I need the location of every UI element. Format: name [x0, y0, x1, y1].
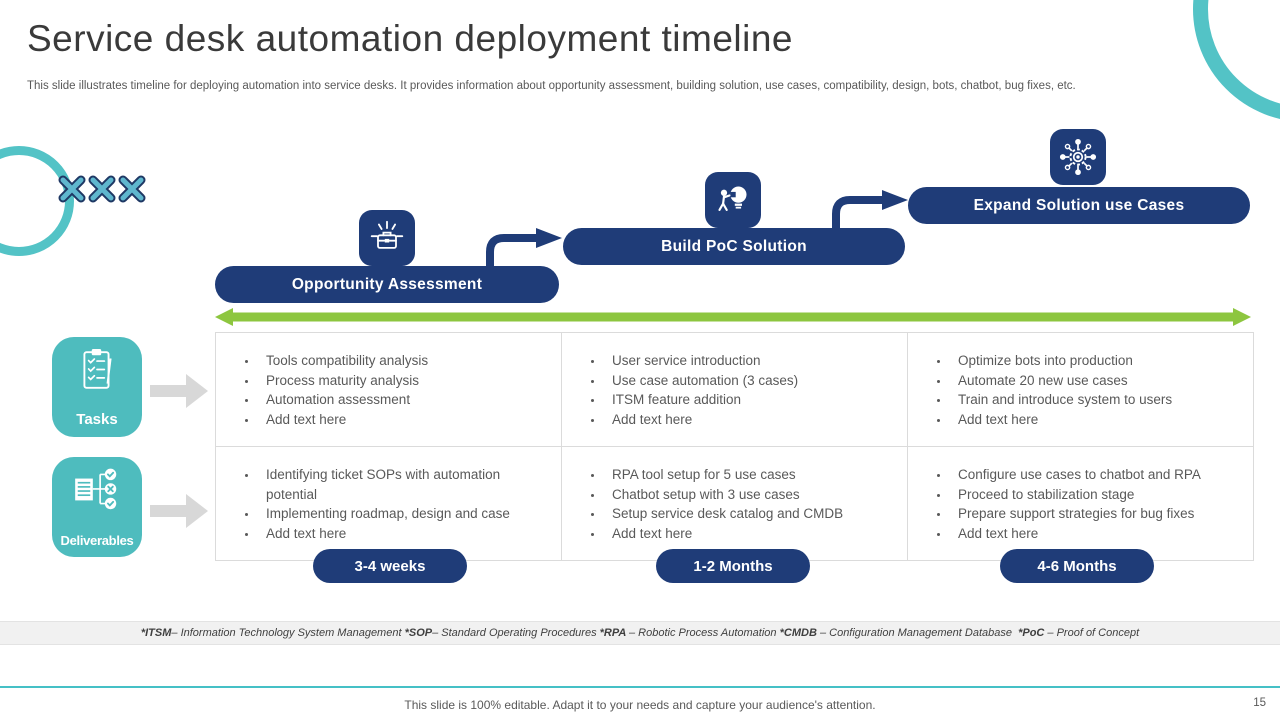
bullet-item: Add text here [258, 524, 551, 544]
bullet-item: ITSM feature addition [604, 390, 897, 410]
tasks-cell-phase2: User service introductionUse case automa… [562, 333, 908, 447]
bullet-item: Add text here [604, 524, 897, 544]
tasks-cell-phase3: Optimize bots into productionAutomate 20… [908, 333, 1254, 447]
bullet-item: Use case automation (3 cases) [604, 371, 897, 391]
bullet-item: Setup service desk catalog and CMDB [604, 504, 897, 524]
phase-pill-build-poc-solution: Build PoC Solution [563, 228, 905, 265]
bullet-item: Add text here [604, 410, 897, 430]
bullet-item: Prepare support strategies for bug fixes [950, 504, 1243, 524]
glossary-strip: *ITSM– Information Technology System Man… [0, 621, 1280, 645]
phase-pill-expand-solution-use-cases: Expand Solution use Cases [908, 187, 1250, 224]
network-hub-icon [1059, 138, 1097, 176]
bullet-item: Add text here [258, 410, 551, 430]
clipboard-checklist-icon [52, 345, 142, 395]
glossary-term: – Robotic Process Automation [628, 627, 780, 639]
tasks-deliverables-table: Tools compatibility analysisProcess matu… [215, 332, 1254, 561]
duration-pill-1: 3-4 weeks [313, 549, 467, 583]
bullet-item: Identifying ticket SOPs with automation … [258, 465, 551, 504]
deliverables-card: Deliverables [52, 457, 142, 557]
task-list-phase3: Optimize bots into productionAutomate 20… [934, 351, 1243, 429]
tasks-card: Tasks [52, 337, 142, 437]
timeline-double-arrow [215, 308, 1251, 326]
page-number: 15 [1253, 697, 1266, 709]
glossary-term: – Configuration Management Database [819, 627, 1019, 639]
tasks-cell-phase1: Tools compatibility analysisProcess matu… [216, 333, 562, 447]
phase-pill-opportunity-assessment: Opportunity Assessment [215, 266, 559, 303]
bullet-item: Chatbot setup with 3 use cases [604, 485, 897, 505]
editable-note: This slide is 100% editable. Adapt it to… [404, 698, 876, 712]
glossary-term: *ITSM [140, 627, 172, 639]
glossary-term: *SOP [404, 627, 433, 639]
build-idea-icon [718, 186, 747, 211]
bullet-item: Automation assessment [258, 390, 551, 410]
glossary-term: – Information Technology System Manageme… [171, 627, 405, 639]
phase-icon-box-3 [1050, 129, 1106, 185]
duration-pill-2: 1-2 Months [656, 549, 810, 583]
phase-icon-box-2 [705, 172, 761, 228]
glossary-term: – Standard Operating Procedures [432, 627, 600, 639]
connector-arrow-1 [486, 228, 562, 278]
bullet-item: Optimize bots into production [950, 351, 1243, 371]
glossary-term: – Proof of Concept [1047, 627, 1140, 639]
bullet-item: Configure use cases to chatbot and RPA [950, 465, 1243, 485]
deliverables-list-phase2: RPA tool setup for 5 use casesChatbot se… [588, 465, 897, 543]
document-checkmarks-icon [52, 465, 142, 515]
phase-label: Expand Solution use Cases [973, 196, 1185, 214]
duration-label: 1-2 Months [693, 557, 773, 575]
deliverables-list-phase1: Identifying ticket SOPs with automation … [242, 465, 551, 543]
phase-icon-box-1 [359, 210, 415, 266]
bullet-item: Proceed to stabilization stage [950, 485, 1243, 505]
bullet-item: Add text here [950, 524, 1243, 544]
bullet-item: Process maturity analysis [258, 371, 551, 391]
glossary-term: *PoC [1018, 627, 1048, 639]
deliverables-cell-phase3: Configure use cases to chatbot and RPAPr… [908, 447, 1254, 561]
duration-pill-3: 4-6 Months [1000, 549, 1154, 583]
bullet-item: Add text here [950, 410, 1243, 430]
glossary-term: *CMDB [779, 627, 820, 639]
bullet-item: Automate 20 new use cases [950, 371, 1243, 391]
teal-ring-decoration-top-right [1193, 0, 1280, 122]
deliverables-card-label: Deliverables [60, 533, 134, 548]
deliverables-list-phase3: Configure use cases to chatbot and RPAPr… [934, 465, 1243, 543]
x-marks-decoration [58, 175, 146, 203]
phase-label: Build PoC Solution [661, 237, 807, 255]
bullet-item: User service introduction [604, 351, 897, 371]
duration-label: 3-4 weeks [354, 557, 426, 575]
tasks-card-label: Tasks [76, 411, 118, 428]
teal-divider-line [0, 686, 1280, 688]
phase-label: Opportunity Assessment [291, 275, 483, 293]
bullet-item: Implementing roadmap, design and case [258, 504, 551, 524]
page-title: Service desk automation deployment timel… [27, 18, 793, 59]
teal-ring-decoration-left [0, 146, 74, 256]
bullet-item: Train and introduce system to users [950, 390, 1243, 410]
bullet-item: Tools compatibility analysis [258, 351, 551, 371]
connector-arrow-2 [832, 190, 908, 240]
duration-label: 4-6 Months [1037, 557, 1117, 575]
gray-arrow-tasks [150, 374, 208, 408]
gray-arrow-deliverables [150, 494, 208, 528]
deliverables-cell-phase1: Identifying ticket SOPs with automation … [216, 447, 562, 561]
deliverables-cell-phase2: RPA tool setup for 5 use casesChatbot se… [562, 447, 908, 561]
bullet-item: RPA tool setup for 5 use cases [604, 465, 897, 485]
opportunity-briefcase-icon [370, 220, 404, 249]
glossary-term: *RPA [599, 627, 629, 639]
task-list-phase1: Tools compatibility analysisProcess matu… [242, 351, 551, 429]
page-subtitle: This slide illustrates timeline for depl… [27, 80, 1076, 92]
task-list-phase2: User service introductionUse case automa… [588, 351, 897, 429]
